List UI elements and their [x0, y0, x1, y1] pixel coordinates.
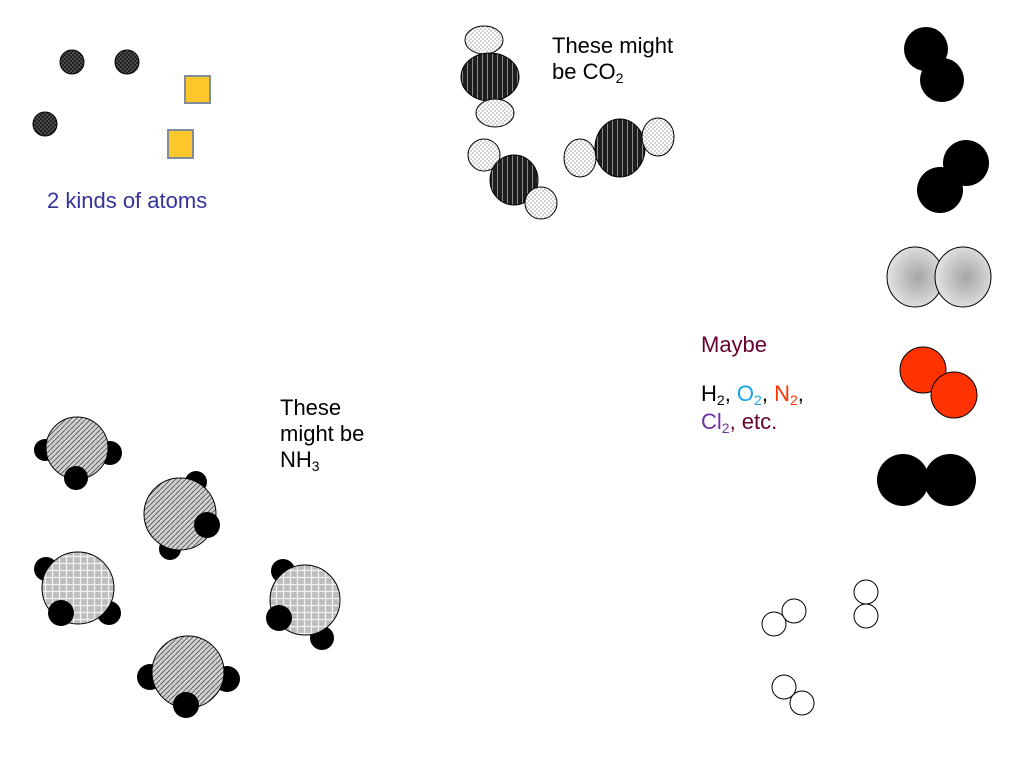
diatomic-formulas: H2, O2, N2, Cl2, etc. [701, 380, 804, 436]
diatomic-molecule-black [917, 140, 989, 213]
co2-molecule [563, 117, 675, 178]
nh3-molecule [34, 551, 121, 626]
atoms-label: 2 kinds of atoms [47, 188, 207, 214]
o2-formula: O2 [736, 381, 762, 408]
nh3-molecule [34, 416, 122, 490]
maybe-label: Maybe [701, 332, 767, 358]
nh3-molecule [266, 559, 341, 650]
separator: , [797, 381, 804, 406]
co2-label-line1: These might [552, 33, 674, 58]
etc-text: , etc. [729, 409, 778, 434]
diatomic-molecule-black-large [877, 454, 976, 506]
atom-samples [32, 49, 211, 159]
diatomic-molecule-white [771, 674, 815, 716]
diatomic-molecule-white [761, 598, 807, 637]
nh3-molecule [143, 471, 220, 560]
n2-formula: N2 [774, 381, 798, 408]
yellow-atom [167, 129, 194, 159]
nh3-label-line1: These [280, 395, 342, 420]
co2-molecule [460, 25, 520, 128]
diatomic-molecule-white [853, 579, 879, 629]
co2-label-line2: be CO [552, 59, 616, 84]
separator: , [761, 381, 775, 406]
co2-molecule [467, 138, 558, 220]
h2-formula: H2 [701, 381, 725, 408]
co2-label: These might be CO2 [552, 33, 673, 85]
nh3-label-line2: might be [280, 421, 365, 446]
maybe-text: Maybe [701, 332, 768, 357]
nh3-subscript: 3 [311, 458, 320, 474]
dark-atom [114, 49, 140, 75]
dark-atom [59, 49, 85, 75]
dark-atom [32, 111, 58, 137]
diatomic-molecule-grey [886, 246, 992, 308]
yellow-atom [184, 75, 211, 104]
diatomic-molecule-red [899, 346, 978, 419]
separator: , [724, 381, 737, 406]
cl2-formula: Cl2 [701, 409, 730, 436]
nh3-molecule [137, 635, 240, 718]
atoms-label-text: 2 kinds of atoms [47, 188, 208, 213]
co2-subscript: 2 [615, 70, 624, 86]
diatomic-molecule-black [904, 27, 964, 102]
nh3-formula: NH [280, 447, 312, 472]
nh3-label: These might be NH3 [280, 395, 364, 473]
